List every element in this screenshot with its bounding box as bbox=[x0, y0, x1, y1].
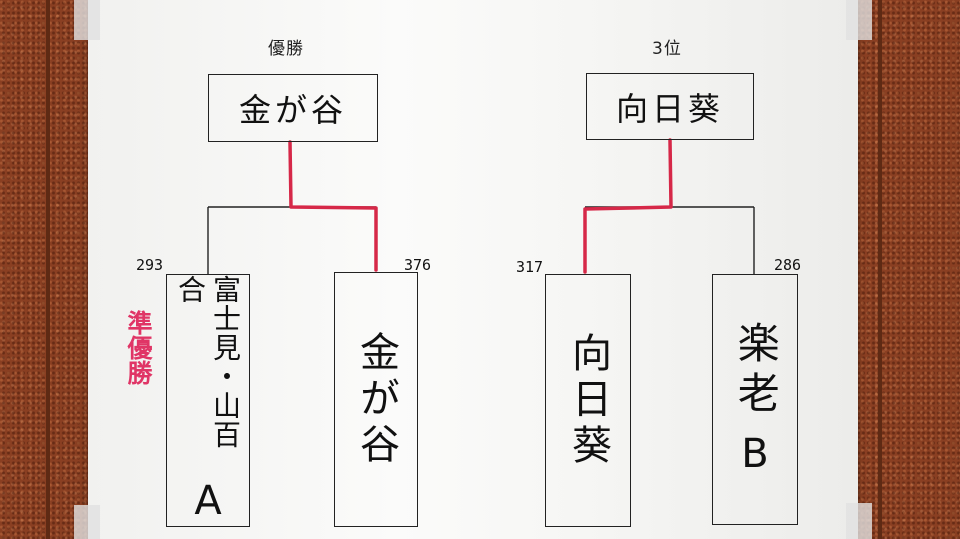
team-name-kanegaya: 金が谷 bbox=[353, 330, 399, 469]
bracket-sheet bbox=[88, 0, 858, 539]
right-heading: 3位 bbox=[652, 39, 682, 59]
board-frame-left bbox=[46, 0, 50, 539]
tape-top-left bbox=[74, 0, 100, 40]
team-box-fujimi: 富士見・山百合 A bbox=[166, 274, 250, 527]
left-heading: 優勝 bbox=[268, 39, 304, 59]
tape-bottom-left bbox=[74, 505, 100, 539]
score-team-d: 286 bbox=[774, 256, 802, 274]
team-name-rakuro: 楽老 bbox=[731, 320, 781, 421]
team-box-himawari: 向日葵 bbox=[545, 274, 631, 527]
team-name-himawari: 向日葵 bbox=[565, 331, 611, 470]
team-name-fujimi: 富士見・山百合 bbox=[174, 275, 242, 449]
left-winner-box: 金が谷 bbox=[208, 74, 378, 142]
team-box-rakuro: 楽老 B bbox=[712, 274, 798, 525]
score-team-c: 317 bbox=[516, 258, 544, 276]
team-box-kanegaya: 金が谷 bbox=[334, 272, 418, 527]
team-suffix-rakuro: B bbox=[741, 430, 769, 477]
right-winner-box: 向日葵 bbox=[586, 73, 754, 140]
left-winner-path bbox=[288, 140, 378, 272]
right-winner-path bbox=[583, 138, 673, 274]
team-suffix-fujimi: A bbox=[194, 478, 222, 524]
score-team-b: 376 bbox=[404, 256, 432, 274]
runner-up-label: 準優勝 bbox=[124, 310, 153, 385]
tape-top-right bbox=[846, 0, 872, 40]
score-team-a: 293 bbox=[136, 256, 164, 274]
tape-bottom-right bbox=[846, 503, 872, 539]
board-frame-right bbox=[878, 0, 882, 539]
